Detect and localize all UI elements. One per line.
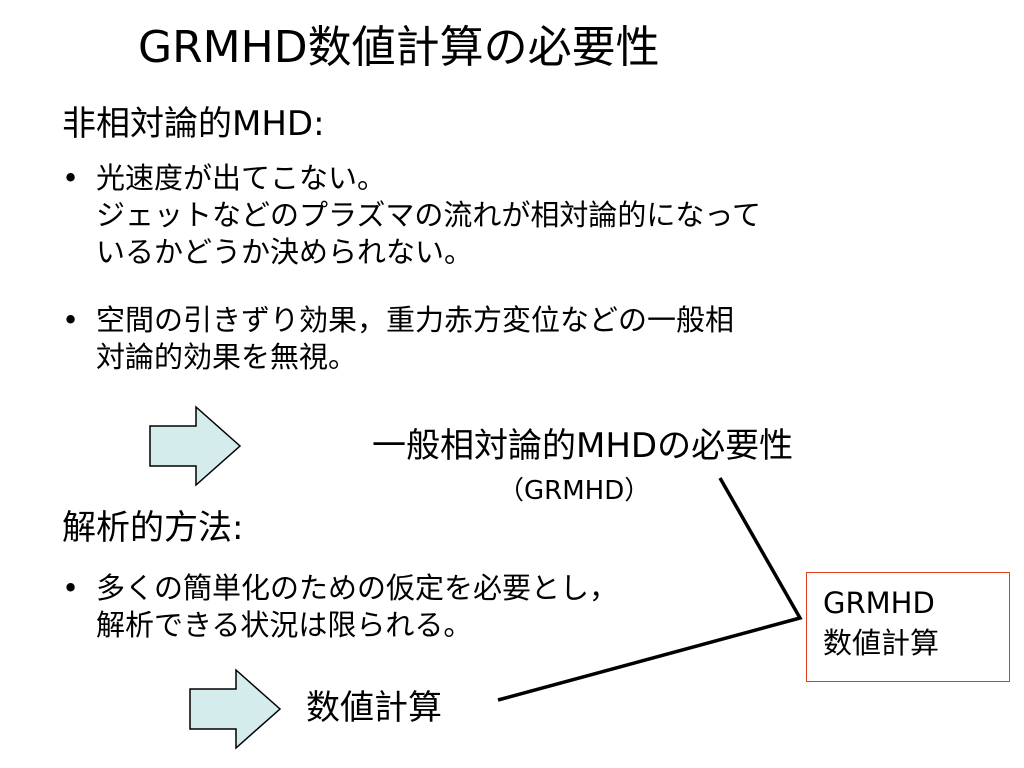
nonrel-bullet-1-line-1: 光速度が出てこない。 — [96, 161, 387, 195]
grmhd-abbreviation: （GRMHD） — [498, 476, 651, 506]
nonrel-mhd-heading: 非相対論的MHD: — [62, 104, 325, 144]
bullet-marker: • — [62, 161, 80, 195]
nonrel-bullet-1: • 光速度が出てこない。 ジェットなどのプラズマの流れが相対論的になって いるかど… — [62, 160, 761, 271]
grmhd-box-line-1: GRMHD — [823, 586, 935, 620]
analytic-bullet-1-line-1: 多くの簡単化のための仮定を必要とし， — [96, 571, 619, 605]
slide-title: GRMHD数値計算の必要性 — [138, 22, 660, 73]
analytic-bullet-1-line-2: 解析できる状況は限られる。 — [96, 608, 473, 642]
grmhd-necessity-text: 一般相対論的MHDの必要性 — [372, 426, 794, 466]
bullet-marker: • — [62, 571, 80, 605]
nonrel-bullet-1-line-3: いるかどうか決められない。 — [96, 235, 474, 269]
nonrel-bullet-2-line-1: 空間の引きずり効果，重力赤方変位などの一般相 — [96, 303, 735, 337]
right-arrow-icon — [189, 668, 282, 750]
grmhd-numerical-box: GRMHD 数値計算 — [806, 572, 1010, 682]
right-arrow-icon — [149, 405, 242, 487]
analytic-methods-heading: 解析的方法: — [62, 508, 244, 548]
analytic-bullet-1: • 多くの簡単化のための仮定を必要とし， 解析できる状況は限られる。 — [62, 570, 618, 644]
bullet-marker: • — [62, 303, 80, 337]
numerical-calculation-label: 数値計算 — [306, 688, 442, 728]
nonrel-bullet-2-line-2: 対論的効果を無視。 — [96, 340, 358, 374]
grmhd-box-line-2: 数値計算 — [823, 626, 940, 660]
nonrel-bullet-2: • 空間の引きずり効果，重力赤方変位などの一般相 対論的効果を無視。 — [62, 302, 734, 376]
nonrel-bullet-1-line-2: ジェットなどのプラズマの流れが相対論的になって — [96, 198, 761, 232]
